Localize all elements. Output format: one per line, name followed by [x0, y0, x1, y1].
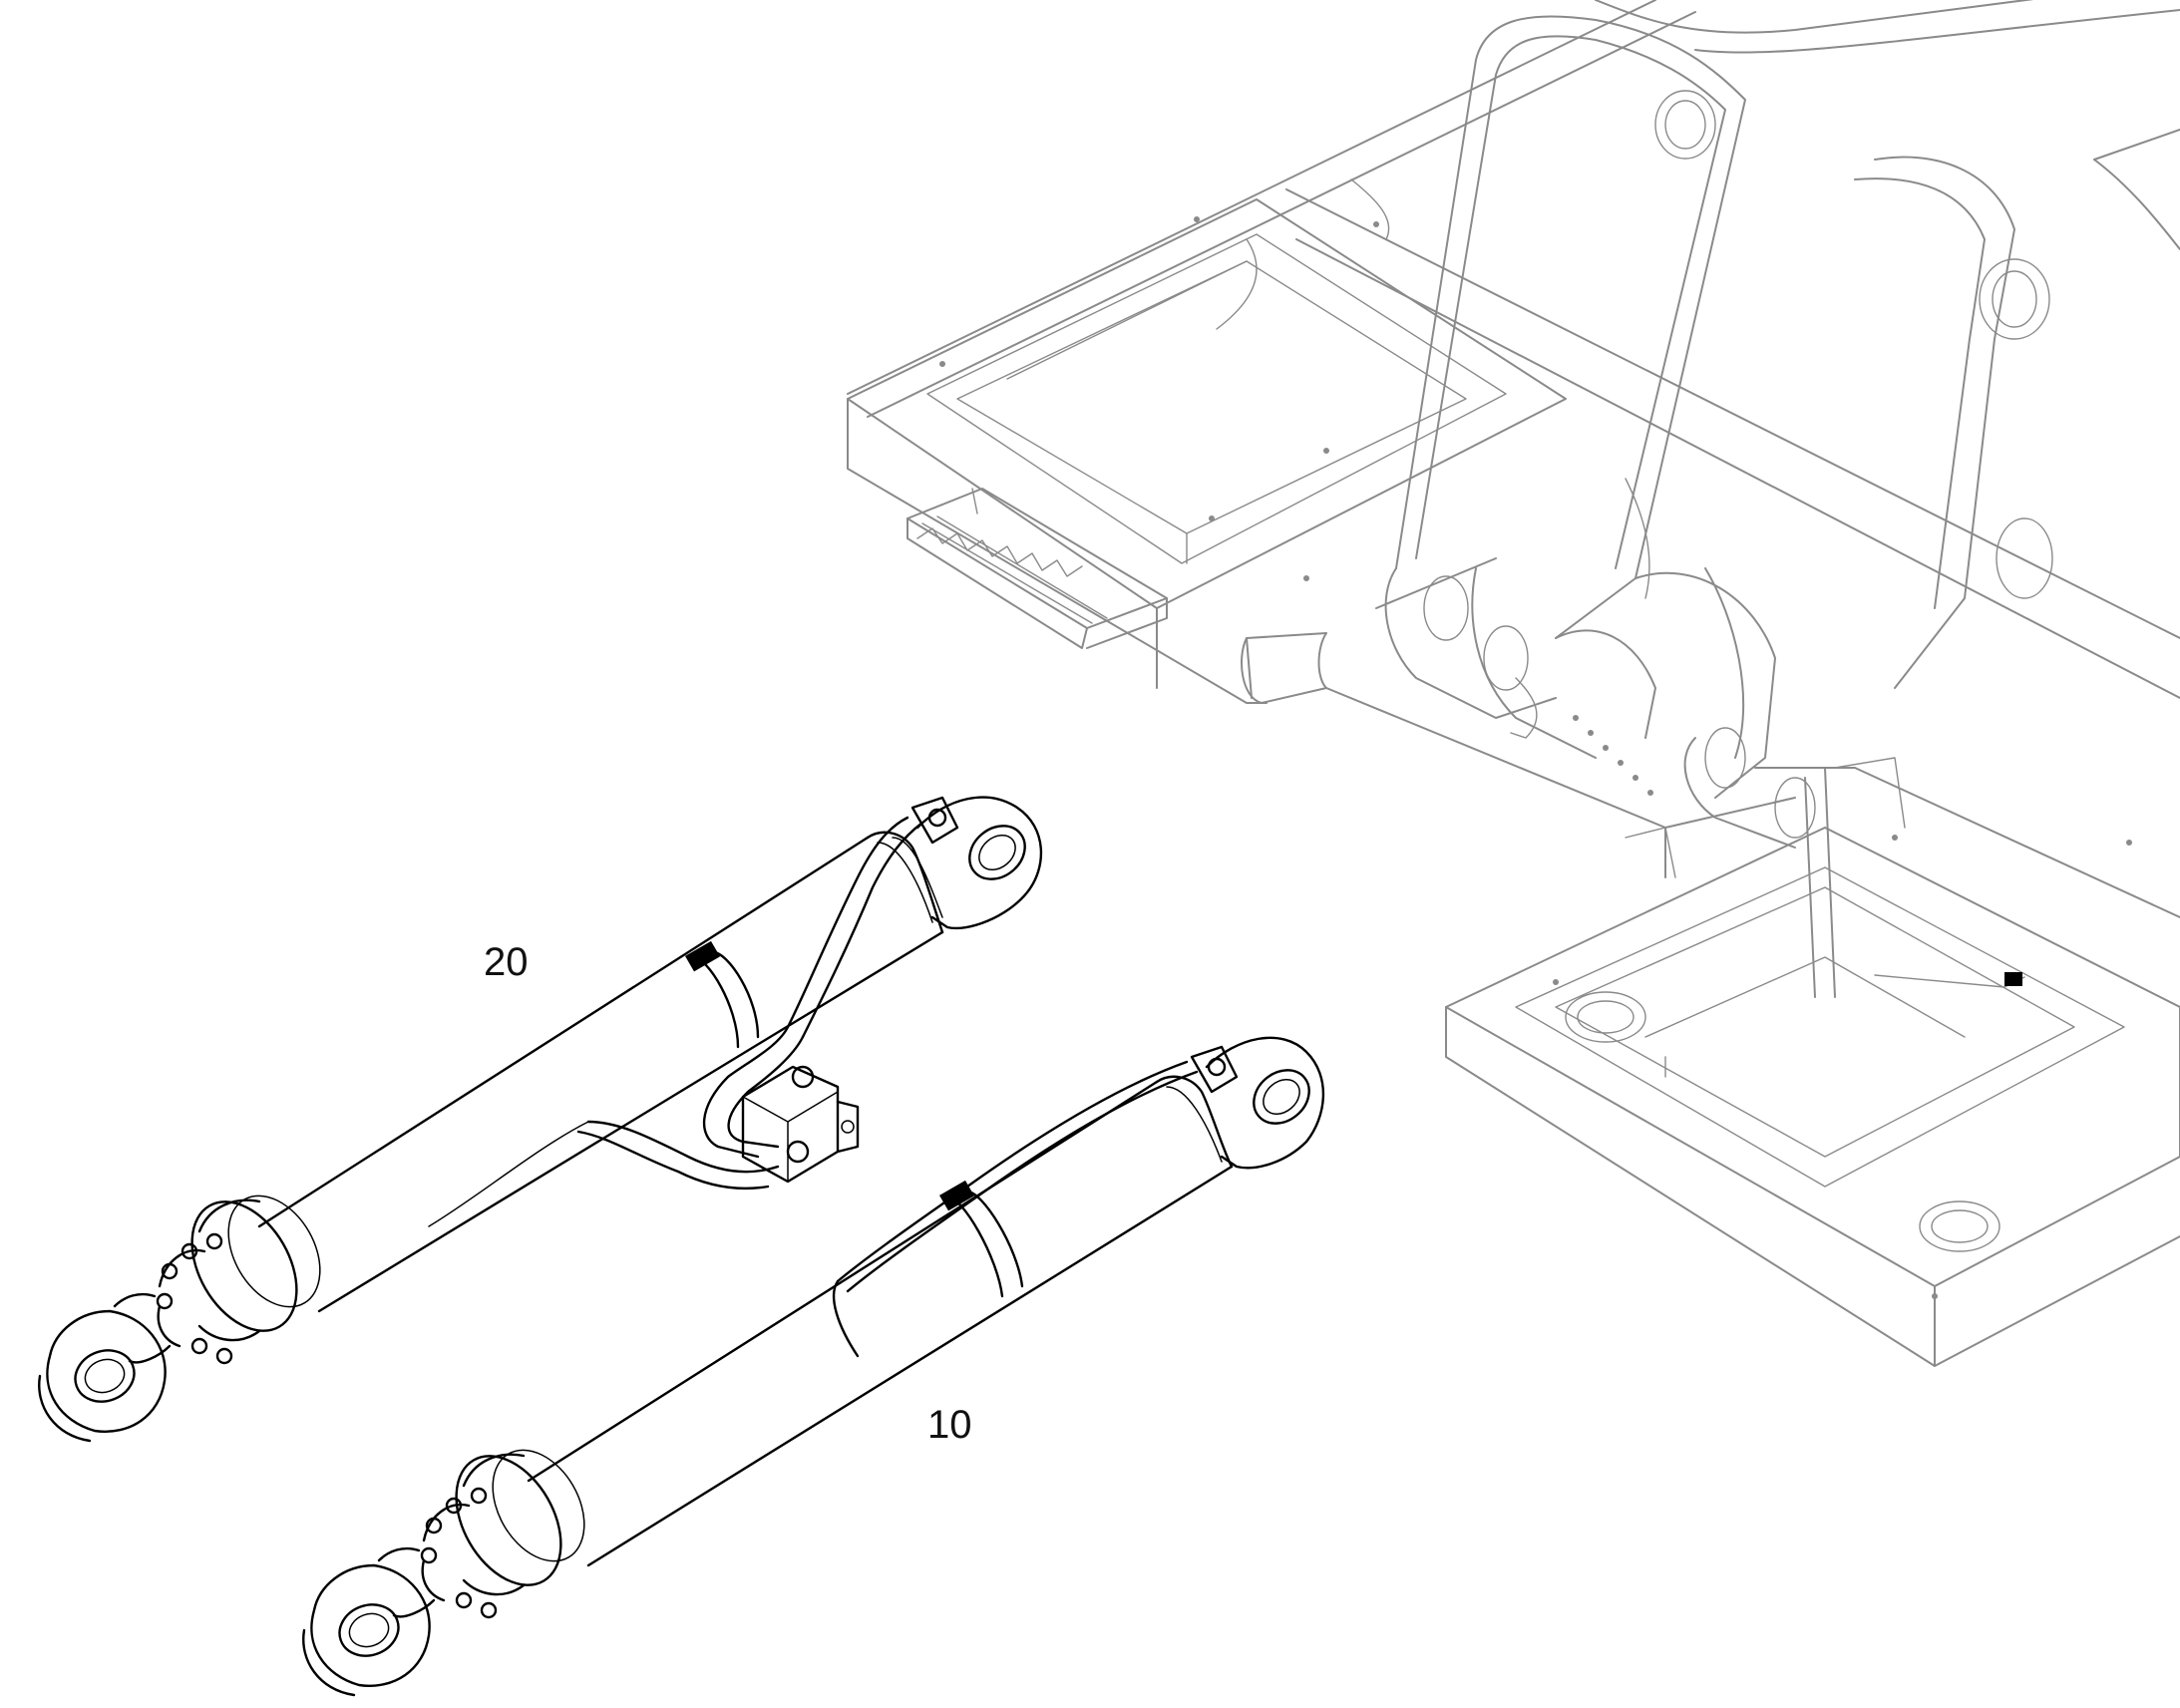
- machine-frame: [847, 0, 2180, 1367]
- callout-10: 10: [927, 1403, 972, 1447]
- hydraulic-cylinder-10: [302, 1036, 1325, 1697]
- callout-20: 20: [484, 940, 529, 984]
- hydraulic-cylinder-20: [38, 796, 1043, 1443]
